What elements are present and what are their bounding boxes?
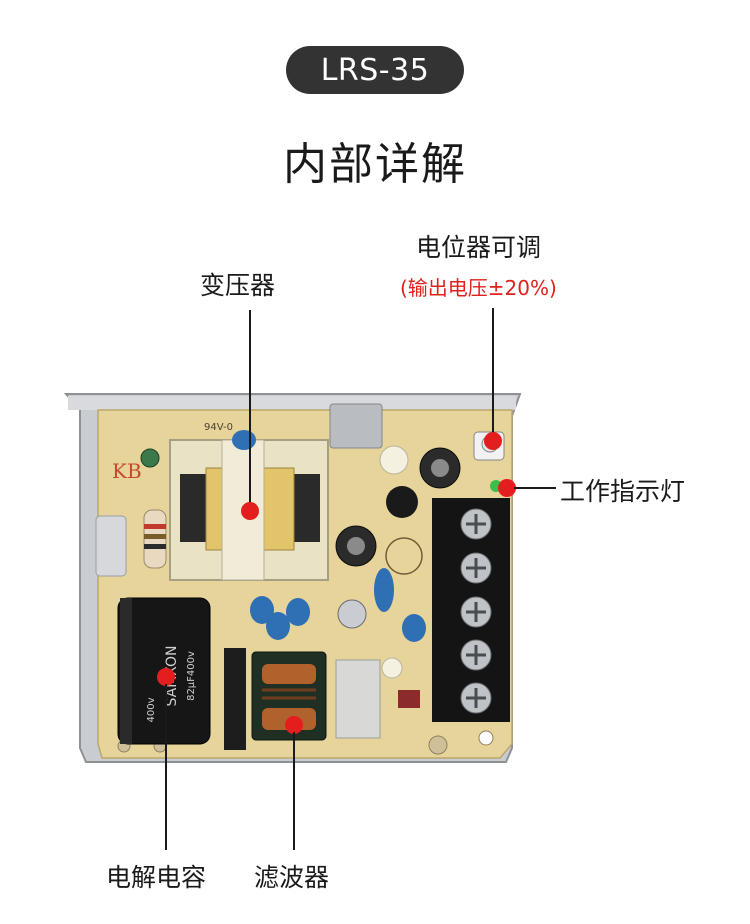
potentiometer-note: (输出电压±20%) — [400, 276, 557, 300]
electrolytic-capacitor-leader-line — [165, 684, 167, 850]
pcb-code-text: 94V-0 — [204, 422, 233, 433]
capacitor-spec-text: 82μF400v — [186, 651, 197, 701]
model-badge: LRS-35 — [286, 46, 464, 94]
potentiometer-leader-line — [492, 308, 494, 434]
transformer-marker — [241, 502, 259, 520]
transformer-label: 变压器 — [200, 271, 276, 300]
electrolytic-capacitor-marker — [157, 668, 175, 686]
indicator-leader-line — [514, 487, 556, 489]
kb-marking: KB — [112, 459, 142, 483]
filter-label: 滤波器 — [254, 863, 330, 892]
filter-marker — [285, 716, 303, 734]
potentiometer-marker — [484, 432, 502, 450]
transformer-leader-line — [249, 310, 251, 510]
indicator-marker — [498, 479, 516, 497]
potentiometer-label: 电位器可调 — [416, 233, 542, 262]
page-title: 内部详解 — [283, 139, 467, 190]
electrolytic-capacitor-label: 电解电容 — [106, 863, 207, 892]
indicator-label: 工作指示灯 — [560, 477, 686, 506]
filter-leader-line — [293, 732, 295, 850]
capacitor-voltage-text: 400v — [146, 697, 157, 722]
